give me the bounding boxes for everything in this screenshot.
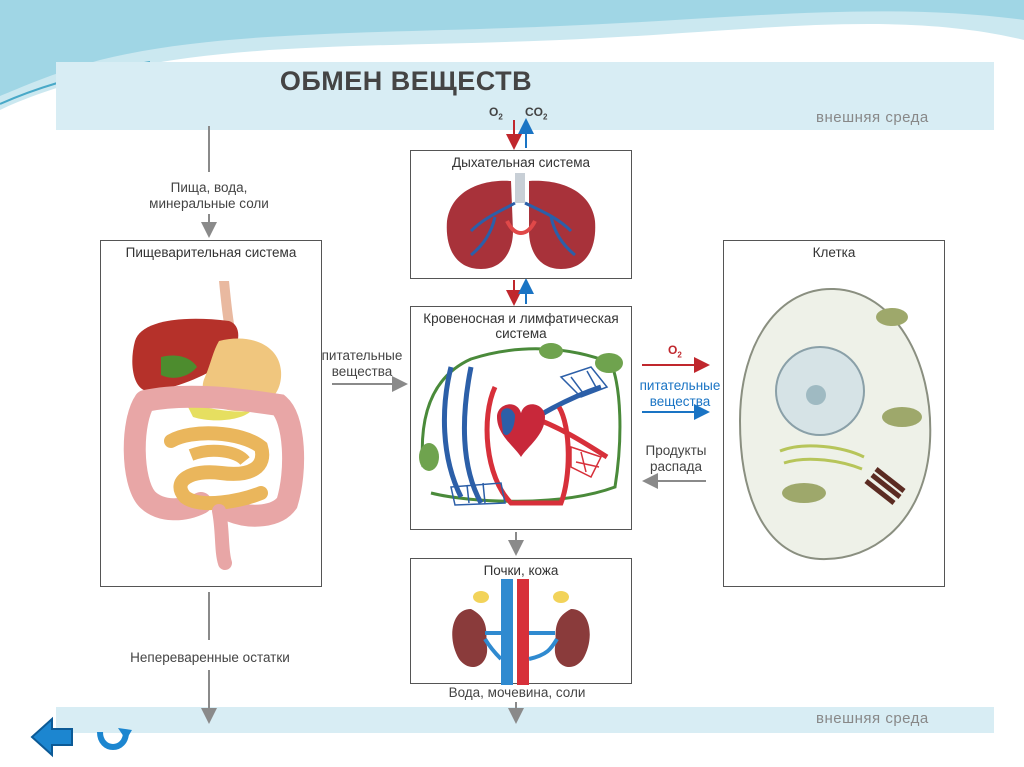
kidneys-illustration xyxy=(452,579,590,685)
o2-label-cell: O2 xyxy=(668,343,682,359)
circulatory-system-title: Кровеносная и лимфатическая система xyxy=(423,311,619,341)
respiratory-system-box: Дыхательная система xyxy=(410,150,632,279)
o2-cell-text: O xyxy=(668,343,678,357)
page-title: ОБМЕН ВЕЩЕСТВ xyxy=(279,66,533,96)
back-arrow-icon[interactable] xyxy=(30,715,74,759)
lungs-illustration xyxy=(446,173,596,269)
digestive-system-box: Пищеварительная система xyxy=(100,240,322,587)
excretory-system-box: Почки, кожа xyxy=(410,558,632,685)
cell-box: Клетка xyxy=(723,240,945,587)
circulatory-system-box: Кровеносная и лимфатическая система xyxy=(410,306,632,530)
respiratory-system-title: Дыхательная система xyxy=(451,155,591,170)
cell-title: Клетка xyxy=(812,245,856,260)
digestive-organs-illustration xyxy=(123,281,305,570)
return-icon[interactable] xyxy=(92,718,136,762)
circulation-illustration xyxy=(419,343,623,506)
excretion-output-label: Вода, мочевина, соли xyxy=(448,685,586,700)
cell-illustration xyxy=(738,287,932,561)
o2-cell-sub: 2 xyxy=(677,350,682,360)
environment-label-top: внешняя среда xyxy=(816,109,929,126)
undigested-label: Непереваренные остатки xyxy=(130,650,290,665)
nutrients-label-left: питательные вещества xyxy=(321,348,403,379)
excretory-system-title: Почки, кожа xyxy=(483,563,559,578)
o2-sub: 2 xyxy=(498,112,503,122)
co2-sub: 2 xyxy=(543,112,548,122)
o2-label-top: O2 xyxy=(489,105,503,121)
co2-text: CO xyxy=(525,105,543,119)
co2-label-top: CO2 xyxy=(525,105,547,121)
o2-text: O xyxy=(489,105,499,119)
nutrients-label-right: питательные вещества xyxy=(639,378,721,409)
decay-products-label: Продукты распада xyxy=(645,443,707,474)
environment-label-bottom: внешняя среда xyxy=(816,710,929,727)
digestive-system-title: Пищеварительная система xyxy=(125,245,297,260)
food-label: Пища, вода, минеральные соли xyxy=(149,180,269,211)
